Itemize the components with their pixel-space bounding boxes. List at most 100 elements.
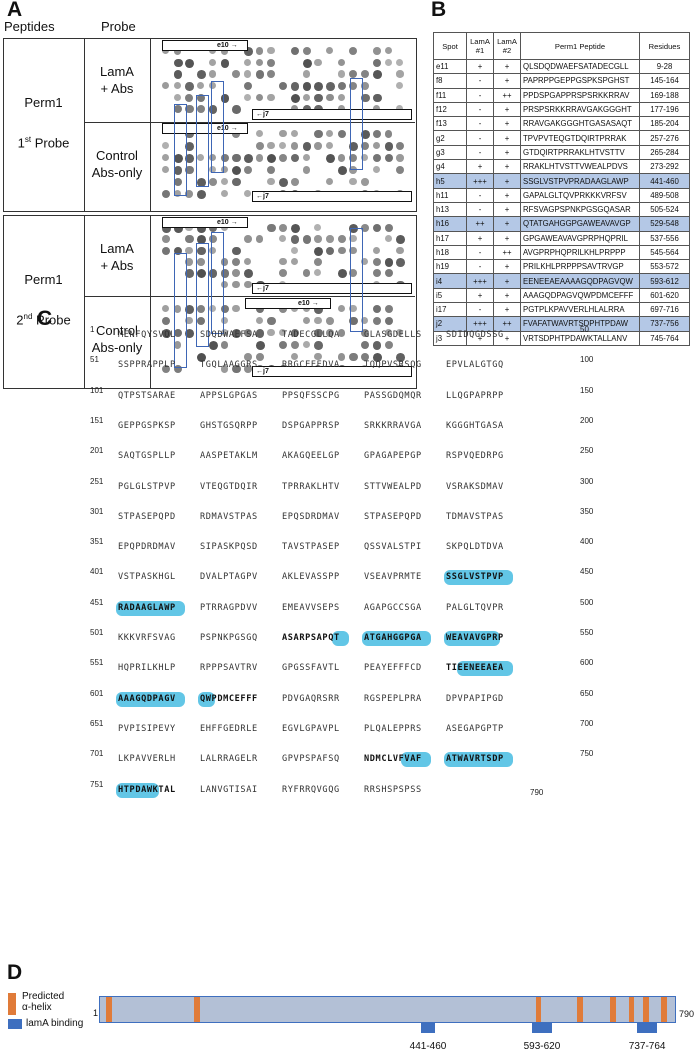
sequence-block: GEPPGSPKSP xyxy=(118,420,176,431)
blot-dot xyxy=(208,341,218,350)
sequence-block: EHFFGEDRLE xyxy=(200,723,258,734)
sequence-block: KGGGHTGASA xyxy=(446,420,504,431)
blot-dot xyxy=(197,82,205,90)
marker-e10-3: e10→ xyxy=(162,217,248,228)
blot-dot xyxy=(185,130,194,139)
sequence-end-number: 750 xyxy=(580,749,594,759)
blot-dot xyxy=(244,154,253,163)
blot-dot xyxy=(302,269,311,278)
sequence-block: HTPDAWKTAL xyxy=(118,784,176,795)
cell-l1: - xyxy=(466,87,494,103)
cell-spot: f13 xyxy=(433,116,467,132)
cell-residues: 537-556 xyxy=(639,230,690,246)
sequence-block: RRSHSPSPSS xyxy=(364,784,422,795)
cell-l1: - xyxy=(466,116,494,132)
cell-l1: - xyxy=(466,259,494,275)
cell-peptide: QLSDQDWAEFSATADECGLL xyxy=(520,58,640,75)
blot-dot xyxy=(337,166,347,175)
cell-residues: 601-620 xyxy=(639,287,690,304)
blot-dot xyxy=(255,235,264,244)
blot-dot xyxy=(255,58,264,67)
blot-dot xyxy=(220,341,229,349)
helix-highlight xyxy=(198,691,215,707)
blot-dot xyxy=(279,258,287,266)
blot-dot xyxy=(162,246,171,255)
cell-l2: + xyxy=(493,159,521,175)
cell-spot: g3 xyxy=(433,144,467,161)
sequence-block: SRKKRRAVGA xyxy=(364,420,422,431)
blot-dot xyxy=(349,154,358,162)
cell-l2: + xyxy=(493,259,521,275)
sequence-block: GPAGAPEPGP xyxy=(364,451,422,462)
cell-l2: + xyxy=(493,173,521,189)
blot-dot xyxy=(302,93,310,102)
blot-dot xyxy=(255,142,264,150)
panel-letter-b: B xyxy=(431,0,447,21)
cell-spot: h16 xyxy=(433,216,467,232)
cell-l2: ++ xyxy=(493,87,521,103)
blot-dot xyxy=(372,47,381,55)
blot-dot xyxy=(255,305,265,314)
blot-dot xyxy=(197,178,206,187)
cell-spot: e11 xyxy=(433,58,467,75)
cell-l1: + xyxy=(466,58,494,75)
sequence-block: NDMCLVFVAF xyxy=(364,754,422,765)
cell-l2: + xyxy=(493,58,521,75)
blot-dot-field xyxy=(0,0,420,390)
probe-block-2 xyxy=(3,215,417,389)
blot-dot xyxy=(326,130,334,138)
blot-dot xyxy=(255,154,264,162)
cell-residues: 185-204 xyxy=(639,116,690,132)
blot-dot xyxy=(290,235,300,244)
blot-dot xyxy=(361,353,370,362)
blot-dot xyxy=(314,353,322,361)
cell-spot: h5 xyxy=(433,173,467,189)
blot-dot xyxy=(267,317,276,326)
blot-dot xyxy=(173,93,181,101)
blot-dot xyxy=(267,329,275,337)
sequence-end-number: 50 xyxy=(580,325,589,334)
probe-header: Probe xyxy=(101,19,136,34)
blot-dot xyxy=(396,246,404,255)
cell-l1: - xyxy=(466,187,494,203)
blot-dot xyxy=(173,224,183,233)
blot-dot xyxy=(337,235,346,244)
blot-dot xyxy=(162,82,170,90)
binding-region xyxy=(637,1023,657,1033)
blot-dot xyxy=(290,246,298,254)
blot-dot xyxy=(396,329,404,337)
blot-dot xyxy=(197,93,206,102)
helix-highlight xyxy=(362,631,431,646)
helix-segment xyxy=(193,997,201,1022)
cell-peptide: TPVPVTEQGTDQIRTPRRAK xyxy=(520,130,640,146)
cell-spot: i4 xyxy=(433,273,467,289)
sequence-block: TIEENEEAEA xyxy=(446,663,504,674)
blot-dot xyxy=(396,154,404,162)
blot-dot xyxy=(267,154,277,163)
probe-number-block-1: 1st Probe xyxy=(17,135,70,151)
sequence-block: PTRRAGPDVV xyxy=(200,602,258,613)
sequence-block: TQQPVSRSQG xyxy=(364,360,422,371)
binding-region-label: 441-460 xyxy=(409,1041,447,1052)
blot-dot xyxy=(232,154,241,163)
blot-dot xyxy=(185,269,194,278)
blot-dot xyxy=(267,70,276,79)
blot-dot xyxy=(267,93,275,101)
blot-dot xyxy=(337,58,346,67)
blot-dot xyxy=(372,317,381,326)
sequence-end-number: 550 xyxy=(580,628,594,637)
cell-peptide: AAAGQDPAGVQWPDMCEFFF xyxy=(520,287,640,304)
blot-dot xyxy=(349,269,358,278)
blot-dot xyxy=(302,70,310,78)
blot-dot xyxy=(314,269,322,277)
cell-peptide: GAPALGLTQVPRKKKVRFSV xyxy=(520,187,640,203)
cell-peptide: EENEEAEAAAAGQDPAGVQW xyxy=(520,273,640,289)
cell-l1: - xyxy=(466,130,494,146)
